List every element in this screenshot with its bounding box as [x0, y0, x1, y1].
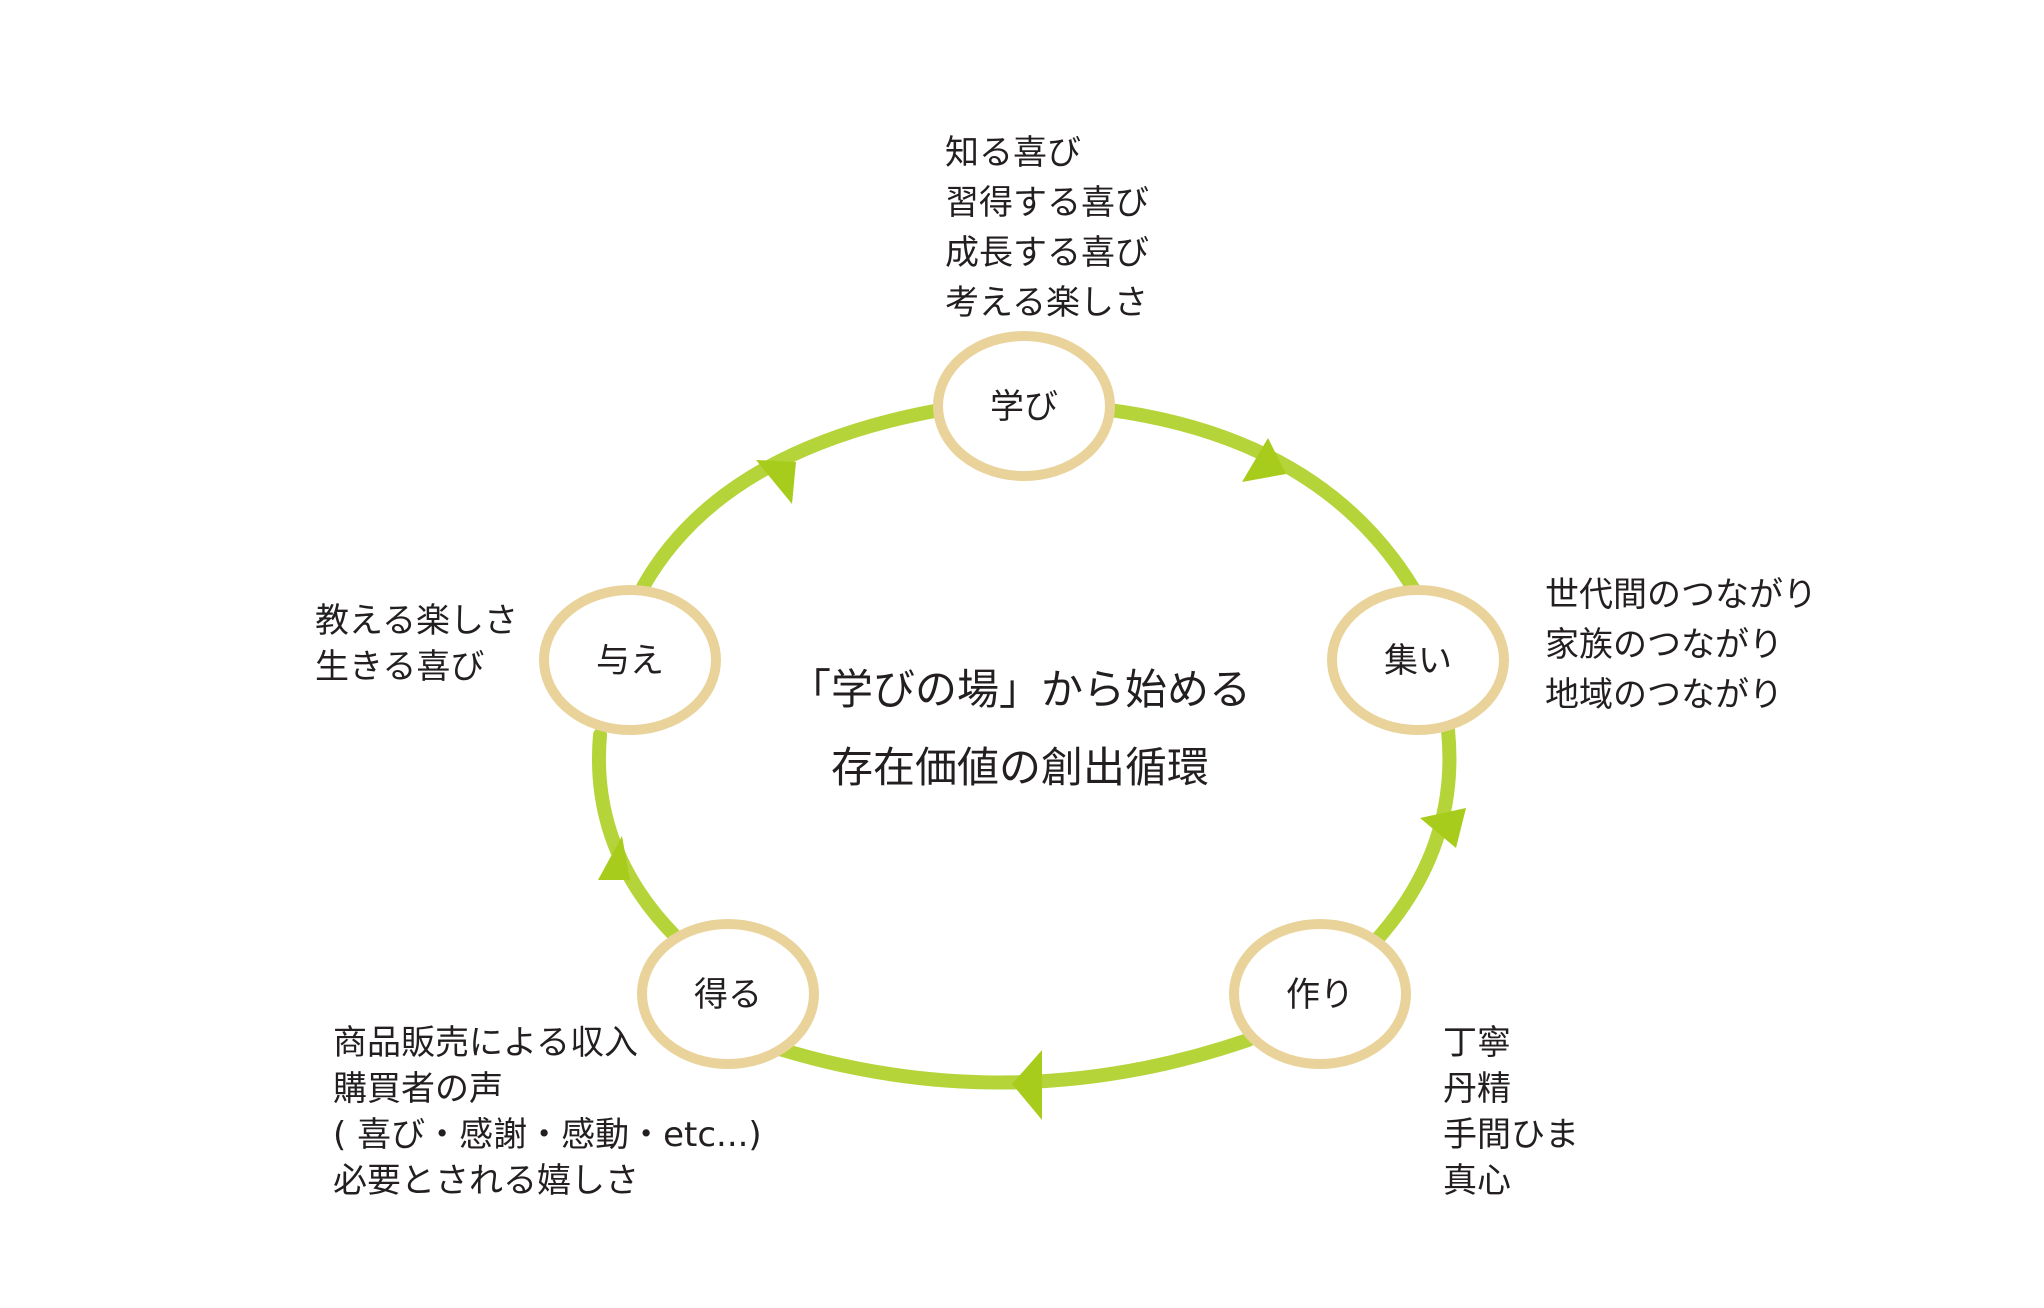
- node-tsukuri-label: 作り: [1286, 975, 1354, 1015]
- note-tsudoi-item: 地域のつながり: [1545, 675, 1783, 715]
- note-tsukuri: 丁寧 丹精 手間ひま 真心: [1443, 1020, 1579, 1204]
- note-tsukuri-item: 真心: [1443, 1161, 1511, 1201]
- note-tsukuri-item: 丹精: [1443, 1069, 1511, 1109]
- note-manabi-item: 成長する喜び: [945, 233, 1149, 273]
- arc-manabi-to-tsudoi: [1103, 403, 1427, 607]
- note-manabi-item: 知る喜び: [945, 133, 1081, 173]
- arrow-head-4: [598, 836, 630, 880]
- node-tsudoi-circle: [1327, 585, 1509, 735]
- arc-eru-to-atae: [592, 728, 683, 944]
- flow-arrows: [598, 438, 1466, 1120]
- arrow-head-3: [1012, 1050, 1042, 1120]
- note-tsudoi-item: 世代間のつながり: [1545, 575, 1817, 615]
- arrow-head-2: [1420, 808, 1466, 848]
- note-atae: 教える楽しさ 生きる喜び: [315, 598, 518, 690]
- arc-tsudoi-to-tsukuri: [1365, 723, 1457, 952]
- note-atae-item: 生きる喜び: [315, 647, 485, 687]
- node-atae-circle: [539, 585, 721, 735]
- note-eru: 商品販売による収入 購買者の声 ( 喜び・感謝・感動・etc...) 必要とされ…: [333, 1020, 762, 1204]
- note-manabi: 知る喜び 習得する喜び 成長する喜び 考える楽しさ: [945, 128, 1149, 328]
- note-atae-item: 教える楽しさ: [315, 601, 518, 641]
- note-tsukuri-item: 丁寧: [1443, 1023, 1511, 1063]
- node-atae: 与え: [539, 585, 721, 735]
- arrow-head-1: [1242, 438, 1286, 482]
- node-eru-circle: [637, 919, 819, 1069]
- note-tsudoi-item: 家族のつながり: [1545, 625, 1783, 665]
- arrow-head-5: [756, 460, 796, 504]
- note-eru-item: 必要とされる嬉しさ: [333, 1161, 639, 1201]
- node-manabi-label: 学び: [990, 387, 1058, 427]
- node-tsudoi-label: 集い: [1384, 641, 1452, 681]
- node-manabi: 学び: [933, 331, 1115, 481]
- node-eru: 得る: [637, 919, 819, 1069]
- center-title-line1: 「学びの場」から始める: [789, 665, 1251, 714]
- center-title: 「学びの場」から始める 存在価値の創出循環: [789, 665, 1251, 792]
- note-manabi-item: 習得する喜び: [945, 183, 1149, 223]
- note-tsukuri-item: 手間ひま: [1443, 1115, 1579, 1155]
- node-eru-label: 得る: [694, 975, 762, 1015]
- note-eru-item: 商品販売による収入: [333, 1023, 638, 1063]
- note-tsudoi: 世代間のつながり 家族のつながり 地域のつながり: [1545, 570, 1817, 720]
- arc-atae-to-manabi: [636, 403, 947, 594]
- note-manabi-item: 考える楽しさ: [945, 283, 1148, 323]
- node-tsukuri: 作り: [1229, 919, 1411, 1069]
- node-atae-label: 与え: [596, 641, 664, 681]
- note-eru-item: ( 喜び・感謝・感動・etc...): [333, 1115, 762, 1155]
- node-tsukuri-circle: [1229, 919, 1411, 1069]
- node-manabi-circle: [933, 331, 1115, 481]
- node-tsudoi: 集い: [1327, 585, 1509, 735]
- note-eru-item: 購買者の声: [333, 1069, 503, 1109]
- center-title-line2: 存在価値の創出循環: [831, 743, 1209, 792]
- cycle-ring: [592, 403, 1457, 1090]
- arc-tsukuri-to-eru: [745, 1033, 1255, 1090]
